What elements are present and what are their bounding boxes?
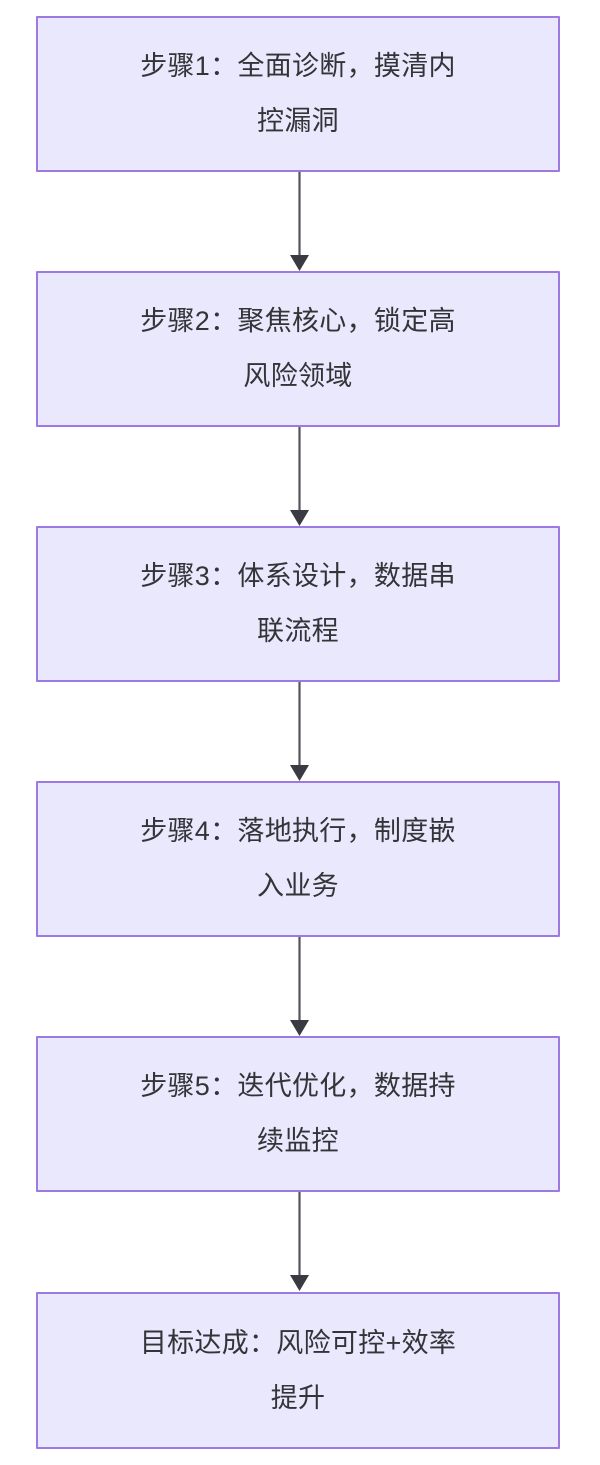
flowchart-node-label: 步骤4：落地执行，制度嵌入业务 [140, 816, 456, 901]
flowchart-node-step-3[interactable]: 步骤3：体系设计，数据串联流程 [36, 526, 560, 682]
flowchart-node-label: 步骤2：聚焦核心，锁定高风险领域 [140, 306, 456, 391]
flowchart-connector-arrow-3 [0, 682, 600, 783]
flowchart-node-step-1[interactable]: 步骤1：全面诊断，摸清内控漏洞 [36, 16, 560, 172]
down-arrow-icon [290, 255, 309, 271]
down-arrow-icon [290, 765, 309, 781]
flowchart-node-goal[interactable]: 目标达成：风险可控+效率提升 [36, 1292, 560, 1449]
flowchart-node-label: 步骤5：迭代优化，数据持续监控 [140, 1071, 456, 1156]
flowchart-node-step-4[interactable]: 步骤4：落地执行，制度嵌入业务 [36, 781, 560, 937]
flowchart-connector-arrow-1 [0, 172, 600, 273]
flowchart-node-label: 目标达成：风险可控+效率提升 [139, 1327, 457, 1413]
down-arrow-icon [290, 1020, 309, 1036]
flowchart-node-step-2[interactable]: 步骤2：聚焦核心，锁定高风险领域 [36, 271, 560, 427]
down-arrow-icon [290, 1275, 309, 1291]
flowchart-node-step-5[interactable]: 步骤5：迭代优化，数据持续监控 [36, 1036, 560, 1192]
flowchart-connector-arrow-2 [0, 427, 600, 528]
down-arrow-icon [290, 510, 309, 526]
flowchart-node-label: 步骤3：体系设计，数据串联流程 [140, 561, 456, 646]
flowchart-connector-arrow-4 [0, 937, 600, 1038]
flowchart-connector-arrow-5 [0, 1192, 600, 1293]
flowchart-node-label: 步骤1：全面诊断，摸清内控漏洞 [140, 51, 456, 136]
